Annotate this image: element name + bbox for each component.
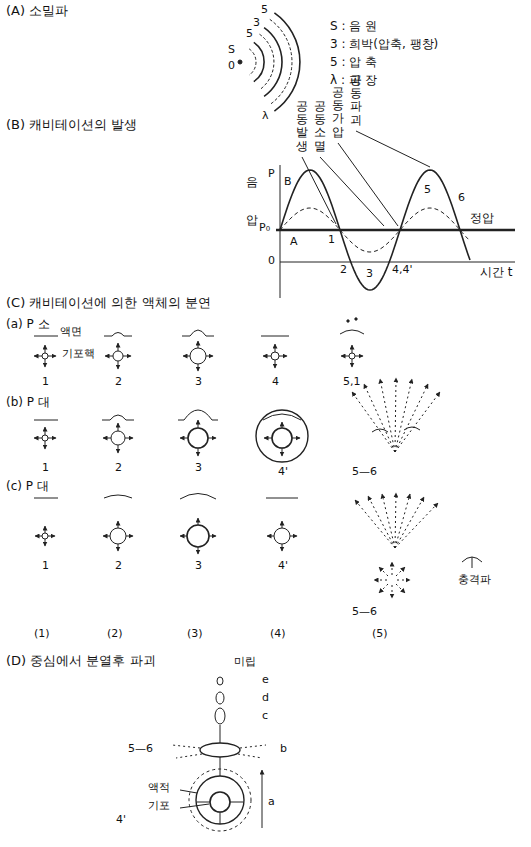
callout-number: 2 bbox=[115, 376, 122, 389]
callout-number: 5,1 bbox=[343, 376, 361, 389]
event-label: 공동파괴 bbox=[350, 74, 362, 127]
event-label: 공동가압 bbox=[332, 86, 344, 139]
axis-label: P bbox=[268, 168, 275, 181]
section-title: (A) 소밀파 bbox=[6, 4, 68, 19]
key-text: S : 음 원 bbox=[330, 20, 377, 34]
callout-number: 3 bbox=[253, 17, 260, 30]
callout-number: 5—6 bbox=[352, 606, 377, 619]
callout-number: e bbox=[262, 674, 269, 687]
callout-number: 2 bbox=[115, 560, 122, 573]
column-label: (5) bbox=[372, 628, 388, 641]
callout-number: c bbox=[262, 710, 268, 723]
key-text: 5 : 압 축 bbox=[330, 56, 377, 70]
column-label: (1) bbox=[34, 628, 50, 641]
callout-number: 1 bbox=[328, 234, 335, 247]
callout-number: 4' bbox=[116, 814, 126, 827]
callout-number: 5 bbox=[261, 4, 268, 17]
bubble-row-c bbox=[34, 493, 482, 598]
part-label: 미립 bbox=[234, 656, 256, 669]
callout-number: 1 bbox=[42, 376, 49, 389]
bubble-row-a bbox=[34, 318, 364, 371]
callout-number: 3 bbox=[195, 376, 202, 389]
callout-number: 5—6 bbox=[352, 466, 377, 479]
callout-number: 1 bbox=[42, 560, 49, 573]
callout-number: 4 bbox=[272, 376, 279, 389]
callout-number: 6 bbox=[458, 192, 465, 205]
bubble-row-b bbox=[34, 378, 440, 462]
line-label: 정압 bbox=[470, 212, 494, 226]
column-label: (4) bbox=[270, 628, 286, 641]
part-label: 액면 bbox=[60, 326, 82, 339]
callout-number: 5 bbox=[246, 28, 253, 41]
part-label: 충격파 bbox=[458, 574, 491, 587]
callout-number: 5 bbox=[424, 184, 431, 197]
event-label: 공동소멸 bbox=[314, 100, 326, 153]
callout-number: 4,4' bbox=[392, 264, 413, 277]
callout-number: d bbox=[262, 692, 269, 705]
part-label: 기포 bbox=[148, 800, 170, 813]
section-title: (D) 중심에서 분열후 파괴 bbox=[6, 654, 156, 669]
callout-number: 3 bbox=[366, 268, 373, 281]
sound-wave bbox=[238, 13, 300, 111]
pressure-graph bbox=[276, 131, 515, 298]
symbol-label: 0 bbox=[228, 60, 235, 73]
axis-label: 0 bbox=[268, 255, 275, 268]
column-label: (2) bbox=[107, 628, 123, 641]
axis-label: 시간 t bbox=[480, 266, 513, 280]
row-label: (b) P 대 bbox=[6, 396, 50, 410]
section-title: (B) 캐비테이션의 발생 bbox=[6, 118, 137, 133]
callout-number: 3 bbox=[195, 560, 202, 573]
symbol-label: λ bbox=[262, 110, 269, 123]
axis-label: 압 bbox=[246, 214, 258, 228]
axis-label: P₀ bbox=[259, 222, 270, 235]
callout-number: 4' bbox=[278, 466, 288, 479]
row-label: (c) P 대 bbox=[6, 480, 49, 494]
callout-number: 2 bbox=[115, 462, 122, 475]
callout-number: 1 bbox=[42, 462, 49, 475]
section-title: (C) 캐비테이션에 의한 액체의 분연 bbox=[6, 296, 211, 311]
part-label: 기포핵 bbox=[62, 348, 95, 361]
callout-number: b bbox=[280, 743, 287, 756]
column-label: (3) bbox=[187, 628, 203, 641]
callout-number: 3 bbox=[195, 462, 202, 475]
row-label: (a) P 소 bbox=[6, 318, 50, 332]
callout-number: 2 bbox=[340, 264, 347, 277]
callout-number: 4' bbox=[278, 560, 288, 573]
axis-label: 음 bbox=[246, 176, 258, 190]
callout-number: a bbox=[268, 796, 275, 809]
callout-number: 5—6 bbox=[128, 743, 153, 756]
part-label: 액적 bbox=[148, 782, 170, 795]
symbol-label: S bbox=[228, 44, 235, 57]
key-text: 3 : 희박(압축, 팽창) bbox=[330, 38, 438, 52]
curve-label: B bbox=[284, 176, 292, 189]
droplet-breakup bbox=[172, 677, 266, 831]
event-label: 공동발생 bbox=[296, 100, 308, 153]
curve-label: A bbox=[290, 236, 298, 249]
